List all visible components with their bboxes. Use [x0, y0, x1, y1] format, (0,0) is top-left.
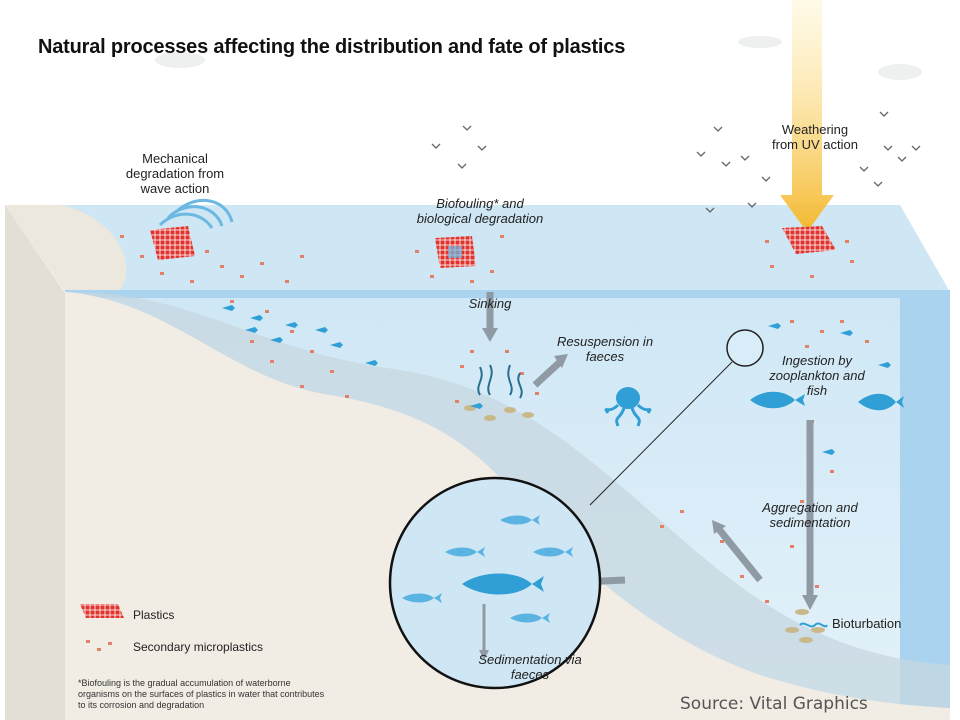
label-bioturbation: Bioturbation [832, 616, 902, 631]
legend-plastics-label: Plastics [133, 608, 175, 622]
label-weathering: Weathering from UV action [760, 122, 870, 152]
label-mechanical-line1: Mechanical [142, 151, 208, 166]
seabed-side [5, 205, 65, 720]
faeces-arrow-head [479, 650, 489, 660]
wave-arcs [158, 198, 234, 229]
label-weathering-line2: from UV action [772, 137, 858, 152]
label-sedimentation-line1: Sedimentation via [478, 652, 582, 667]
label-resuspension: Resuspension in faeces [550, 334, 660, 364]
birds [431, 111, 921, 213]
label-biofouling: Biofouling* and biological degradation [390, 196, 570, 226]
label-sedimentation-line2: faeces [510, 667, 550, 682]
plastic-sheet-1 [150, 226, 195, 260]
uv-beam [780, 0, 834, 232]
biofilm [448, 246, 462, 258]
octopus [604, 387, 652, 427]
label-mechanical: Mechanical degradation from wave action [110, 151, 240, 196]
legend-plastic-swatch [80, 604, 124, 618]
sediment-grains [464, 405, 825, 643]
label-resuspension-line1: Resuspension in [556, 334, 654, 349]
plastic-sheet-3 [782, 226, 836, 254]
label-mechanical-line2: degradation from [125, 166, 225, 181]
source-credit: Source: Vital Graphics [680, 694, 868, 714]
beach-surface [5, 205, 127, 292]
label-ingestion-line1: Ingestion by [781, 353, 853, 368]
label-mechanical-line3: wave action [140, 181, 210, 196]
label-resuspension-line2: faeces [585, 349, 625, 364]
zoom-fish [402, 515, 573, 623]
clouds [155, 36, 922, 80]
label-biofouling-line2: biological degradation [416, 211, 544, 226]
surface-edge [65, 290, 950, 298]
tuna-fish [750, 391, 904, 411]
legend-microplastics-label: Secondary microplastics [133, 640, 264, 654]
label-aggregation-line1: Aggregation and [762, 500, 858, 515]
zoom-connector [589, 361, 733, 506]
label-ingestion: Ingestion by zooplankton and fish [762, 353, 872, 398]
water-surface [5, 205, 950, 292]
seaweed [477, 364, 523, 399]
label-biofouling-line1: Biofouling* and [436, 196, 524, 211]
label-weathering-line1: Weathering [781, 122, 849, 137]
zoom-source-circle [726, 329, 764, 367]
legend-micro-swatch [86, 640, 112, 651]
small-fish [222, 305, 891, 455]
label-ingestion-line2: zooplankton and [769, 368, 865, 383]
worm [799, 622, 828, 628]
label-ingestion-line3: fish [806, 383, 828, 398]
footnote: *Biofouling is the gradual accumulation … [78, 678, 325, 710]
water-right-side [900, 292, 950, 720]
label-aggregation-line2: sedimentation [769, 515, 851, 530]
page-title: Natural processes affecting the distribu… [38, 36, 626, 58]
label-sinking: Sinking [468, 296, 512, 311]
label-aggregation: Aggregation and sedimentation [755, 500, 865, 530]
label-sedimentation-faeces: Sedimentation via faeces [465, 652, 595, 682]
